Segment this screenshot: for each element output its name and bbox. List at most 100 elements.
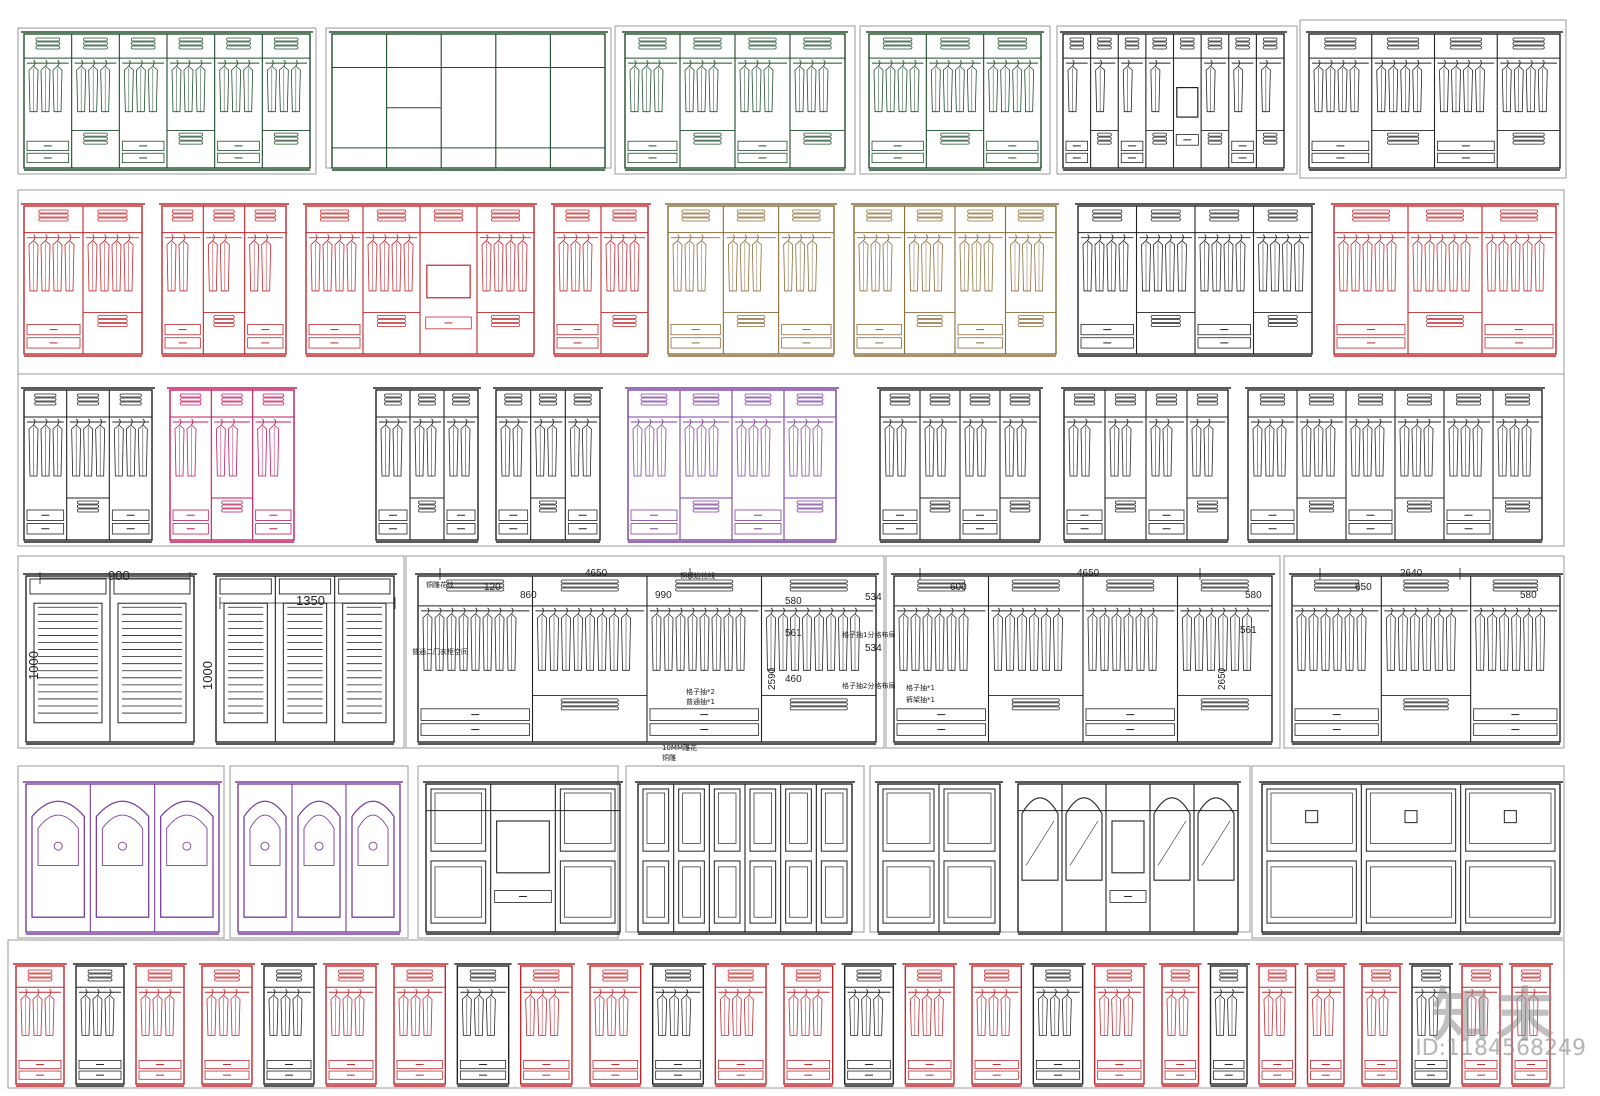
- hanger-icon: [1196, 418, 1199, 426]
- hanger-icon: [981, 418, 984, 426]
- hanger-icon: [736, 988, 739, 996]
- drawer: [459, 1060, 507, 1070]
- folded-clothes-icon: [76, 401, 100, 406]
- door-panel-lower: [785, 860, 812, 924]
- folded-clothes-icon: [1152, 45, 1167, 50]
- folded-clothes-icon: [76, 508, 100, 513]
- cabinet-outline: [263, 965, 315, 1085]
- folded-clothes-icon: [319, 213, 350, 218]
- folded-clothes-icon: [967, 213, 994, 218]
- drawer: [164, 337, 201, 349]
- hanger-icon: [611, 988, 614, 996]
- hanger-icon: [87, 418, 91, 426]
- garment-icon: [1004, 424, 1015, 477]
- hanger-icon: [1246, 607, 1249, 615]
- garment-icon: [1400, 65, 1411, 113]
- hanger-icon: [1181, 234, 1184, 241]
- folded-clothes-icon: [276, 969, 302, 974]
- frame-row1-4: [1056, 25, 1298, 175]
- hanger-icon: [1355, 418, 1358, 426]
- folded-clothes-icon: [1267, 209, 1298, 214]
- drawer: [737, 140, 788, 151]
- drawer: [957, 323, 1003, 336]
- folded-clothes-icon: [748, 41, 777, 46]
- hanger-icon: [403, 988, 406, 996]
- drawer: [204, 1060, 250, 1070]
- garment-icon: [861, 994, 872, 1036]
- folded-clothes-icon: [273, 140, 299, 145]
- garment-icon: [751, 65, 762, 113]
- drawer: [1080, 323, 1134, 336]
- hanger-icon: [1183, 988, 1186, 996]
- garment-icon: [1082, 240, 1093, 292]
- garment-icon: [1121, 424, 1132, 477]
- hanger-icon: [842, 607, 845, 615]
- door-inset: [682, 792, 701, 844]
- drawer: [957, 337, 1003, 349]
- wardrobe-r6p5-1: [841, 963, 897, 1087]
- hanger-icon: [1057, 607, 1060, 615]
- garment-icon: [885, 65, 896, 113]
- garment-icon: [1111, 994, 1122, 1036]
- folded-clothes-icon: [1403, 698, 1449, 703]
- door-panel-lower: [1465, 860, 1556, 924]
- folded-clothes-icon: [1106, 579, 1155, 584]
- garment-icon: [727, 240, 738, 292]
- hanger-icon: [327, 234, 330, 241]
- garment-icon: [663, 613, 674, 671]
- folded-clothes-icon: [1352, 217, 1390, 222]
- folded-clothes-icon: [744, 393, 772, 398]
- wardrobe-r6p4-0: [587, 963, 644, 1087]
- garment-icon: [711, 613, 722, 671]
- hanger-icon: [740, 607, 743, 615]
- garment-icon: [988, 994, 999, 1036]
- hanger-icon: [1004, 59, 1008, 67]
- hanger-icon: [211, 988, 214, 996]
- hanger-icon: [453, 418, 456, 426]
- garment-icon: [422, 994, 433, 1036]
- garment-icon: [473, 994, 484, 1036]
- folded-clothes-icon: [1092, 209, 1123, 214]
- folded-clothes-icon: [1017, 209, 1044, 214]
- drawer: [882, 523, 918, 535]
- folded-clothes-icon: [560, 587, 619, 592]
- folded-clothes-icon: [692, 508, 720, 513]
- label-2590: 2590: [767, 667, 778, 690]
- hanger-icon: [183, 234, 186, 241]
- door-panel-lower: [943, 860, 996, 924]
- hanger-icon: [1104, 607, 1107, 615]
- hanger-icon: [142, 418, 145, 426]
- hanger-icon: [969, 418, 972, 426]
- wardrobe-r2p4: [551, 203, 651, 357]
- folded-clothes-icon: [916, 213, 943, 218]
- folded-clothes-icon: [796, 397, 824, 402]
- hanger-icon: [1526, 418, 1529, 426]
- hanger-icon: [511, 607, 514, 615]
- hanger-icon: [1441, 234, 1444, 241]
- folded-clothes-icon: [748, 37, 777, 42]
- hanger-icon: [1301, 607, 1304, 615]
- drawer: [26, 337, 81, 349]
- hanger-icon: [92, 59, 96, 67]
- folded-clothes-icon: [1324, 37, 1357, 42]
- hanger-icon: [634, 59, 637, 67]
- cabinet-outline: [215, 575, 395, 743]
- garment-icon: [921, 994, 932, 1036]
- hanger-icon: [1530, 59, 1533, 67]
- garment-icon: [1366, 994, 1377, 1036]
- garment-icon: [1177, 240, 1187, 292]
- hanger-icon: [1404, 59, 1408, 67]
- door-inset: [947, 866, 992, 918]
- hanger-icon: [1367, 418, 1370, 426]
- folded-clothes-icon: [276, 973, 302, 978]
- door-inset: [717, 792, 737, 844]
- folded-clothes-icon: [1170, 969, 1190, 974]
- hanger-icon: [45, 59, 48, 67]
- garment-icon: [558, 240, 569, 292]
- hanger-icon: [811, 59, 814, 67]
- hanger-icon: [1491, 607, 1495, 615]
- wardrobe-r2p2: [159, 203, 289, 357]
- garment-icon: [1230, 613, 1240, 671]
- hanger-icon: [551, 418, 555, 426]
- garment-icon: [1135, 613, 1146, 671]
